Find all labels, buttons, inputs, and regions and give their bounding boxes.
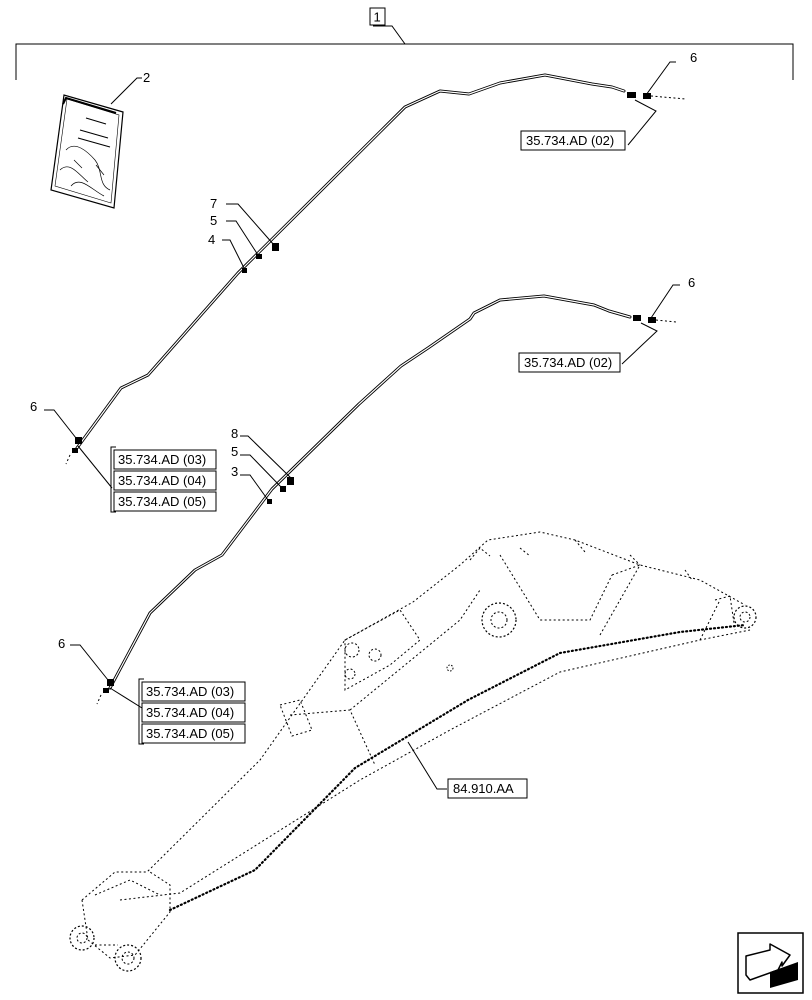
svg-text:35.734.AD (02)[interactable]: 35.734.AD (02)	[526, 133, 614, 148]
ref-lower-left-1[interactable]	[141, 681, 246, 702]
item-number-6-lower-right: 6	[688, 275, 695, 290]
svg-text:35.734.AD (04)[interactable]: 35.734.AD (04)	[118, 473, 206, 488]
assembly-item-number: 1	[374, 10, 381, 25]
ref-lower-right[interactable]: 35.734.AD (02)	[518, 352, 621, 373]
item-number-6-upper-left: 6	[30, 399, 37, 414]
item-number-8: 8	[231, 426, 238, 441]
svg-text:35.734.AD (04)[interactable]: 35.734.AD (04)	[146, 705, 234, 720]
item-number-6-upper-right: 6	[690, 50, 697, 65]
item-number-3: 3	[231, 464, 238, 479]
ref-group-lower-left: 35.734.AD (03) 35.734.AD (04) 35.734.AD …	[138, 678, 246, 745]
previous-page-arrow-icon[interactable]	[737, 932, 804, 994]
assembly-bracket: 1	[15, 7, 794, 80]
upper-pipe-fittings	[65, 92, 687, 465]
ref-upper-right[interactable]: 35.734.AD (02)	[520, 130, 626, 151]
decal-booklet	[50, 94, 124, 209]
svg-text:84.910.AA[interactable]: 84.910.AA	[453, 781, 514, 796]
item-number-7: 7	[210, 196, 217, 211]
svg-text:35.734.AD (03)[interactable]: 35.734.AD (03)	[118, 452, 206, 467]
item-number-5-lower: 5	[231, 444, 238, 459]
ref-upper-left-1[interactable]	[113, 449, 217, 470]
upper-hydraulic-pipe	[75, 73, 626, 450]
ref-lower-left-2[interactable]	[141, 702, 246, 723]
ref-upper-left-3[interactable]	[113, 491, 217, 512]
svg-text:35.734.AD (05)[interactable]: 35.734.AD (05)	[118, 494, 206, 509]
svg-text:35.734.AD (02)[interactable]: 35.734.AD (02)	[524, 355, 612, 370]
excavator-boom	[69, 531, 757, 972]
ref-upper-left-2[interactable]	[113, 470, 217, 491]
item-number-6-lower-left: 6	[58, 636, 65, 651]
item-number-4: 4	[208, 232, 215, 247]
ref-boom[interactable]: 84.910.AA	[447, 778, 528, 799]
svg-text:35.734.AD (03)[interactable]: 35.734.AD (03)	[146, 684, 234, 699]
lower-hydraulic-pipe	[108, 294, 632, 690]
ref-lower-left-3[interactable]	[141, 723, 246, 744]
ref-group-upper-left: 35.734.AD (03) 35.734.AD (04) 35.734.AD …	[110, 446, 217, 513]
svg-text:35.734.AD (05)[interactable]: 35.734.AD (05)	[146, 726, 234, 741]
lower-pipe-fittings	[96, 315, 677, 705]
item-number-5-upper: 5	[210, 213, 217, 228]
item-number-2: 2	[143, 70, 150, 85]
